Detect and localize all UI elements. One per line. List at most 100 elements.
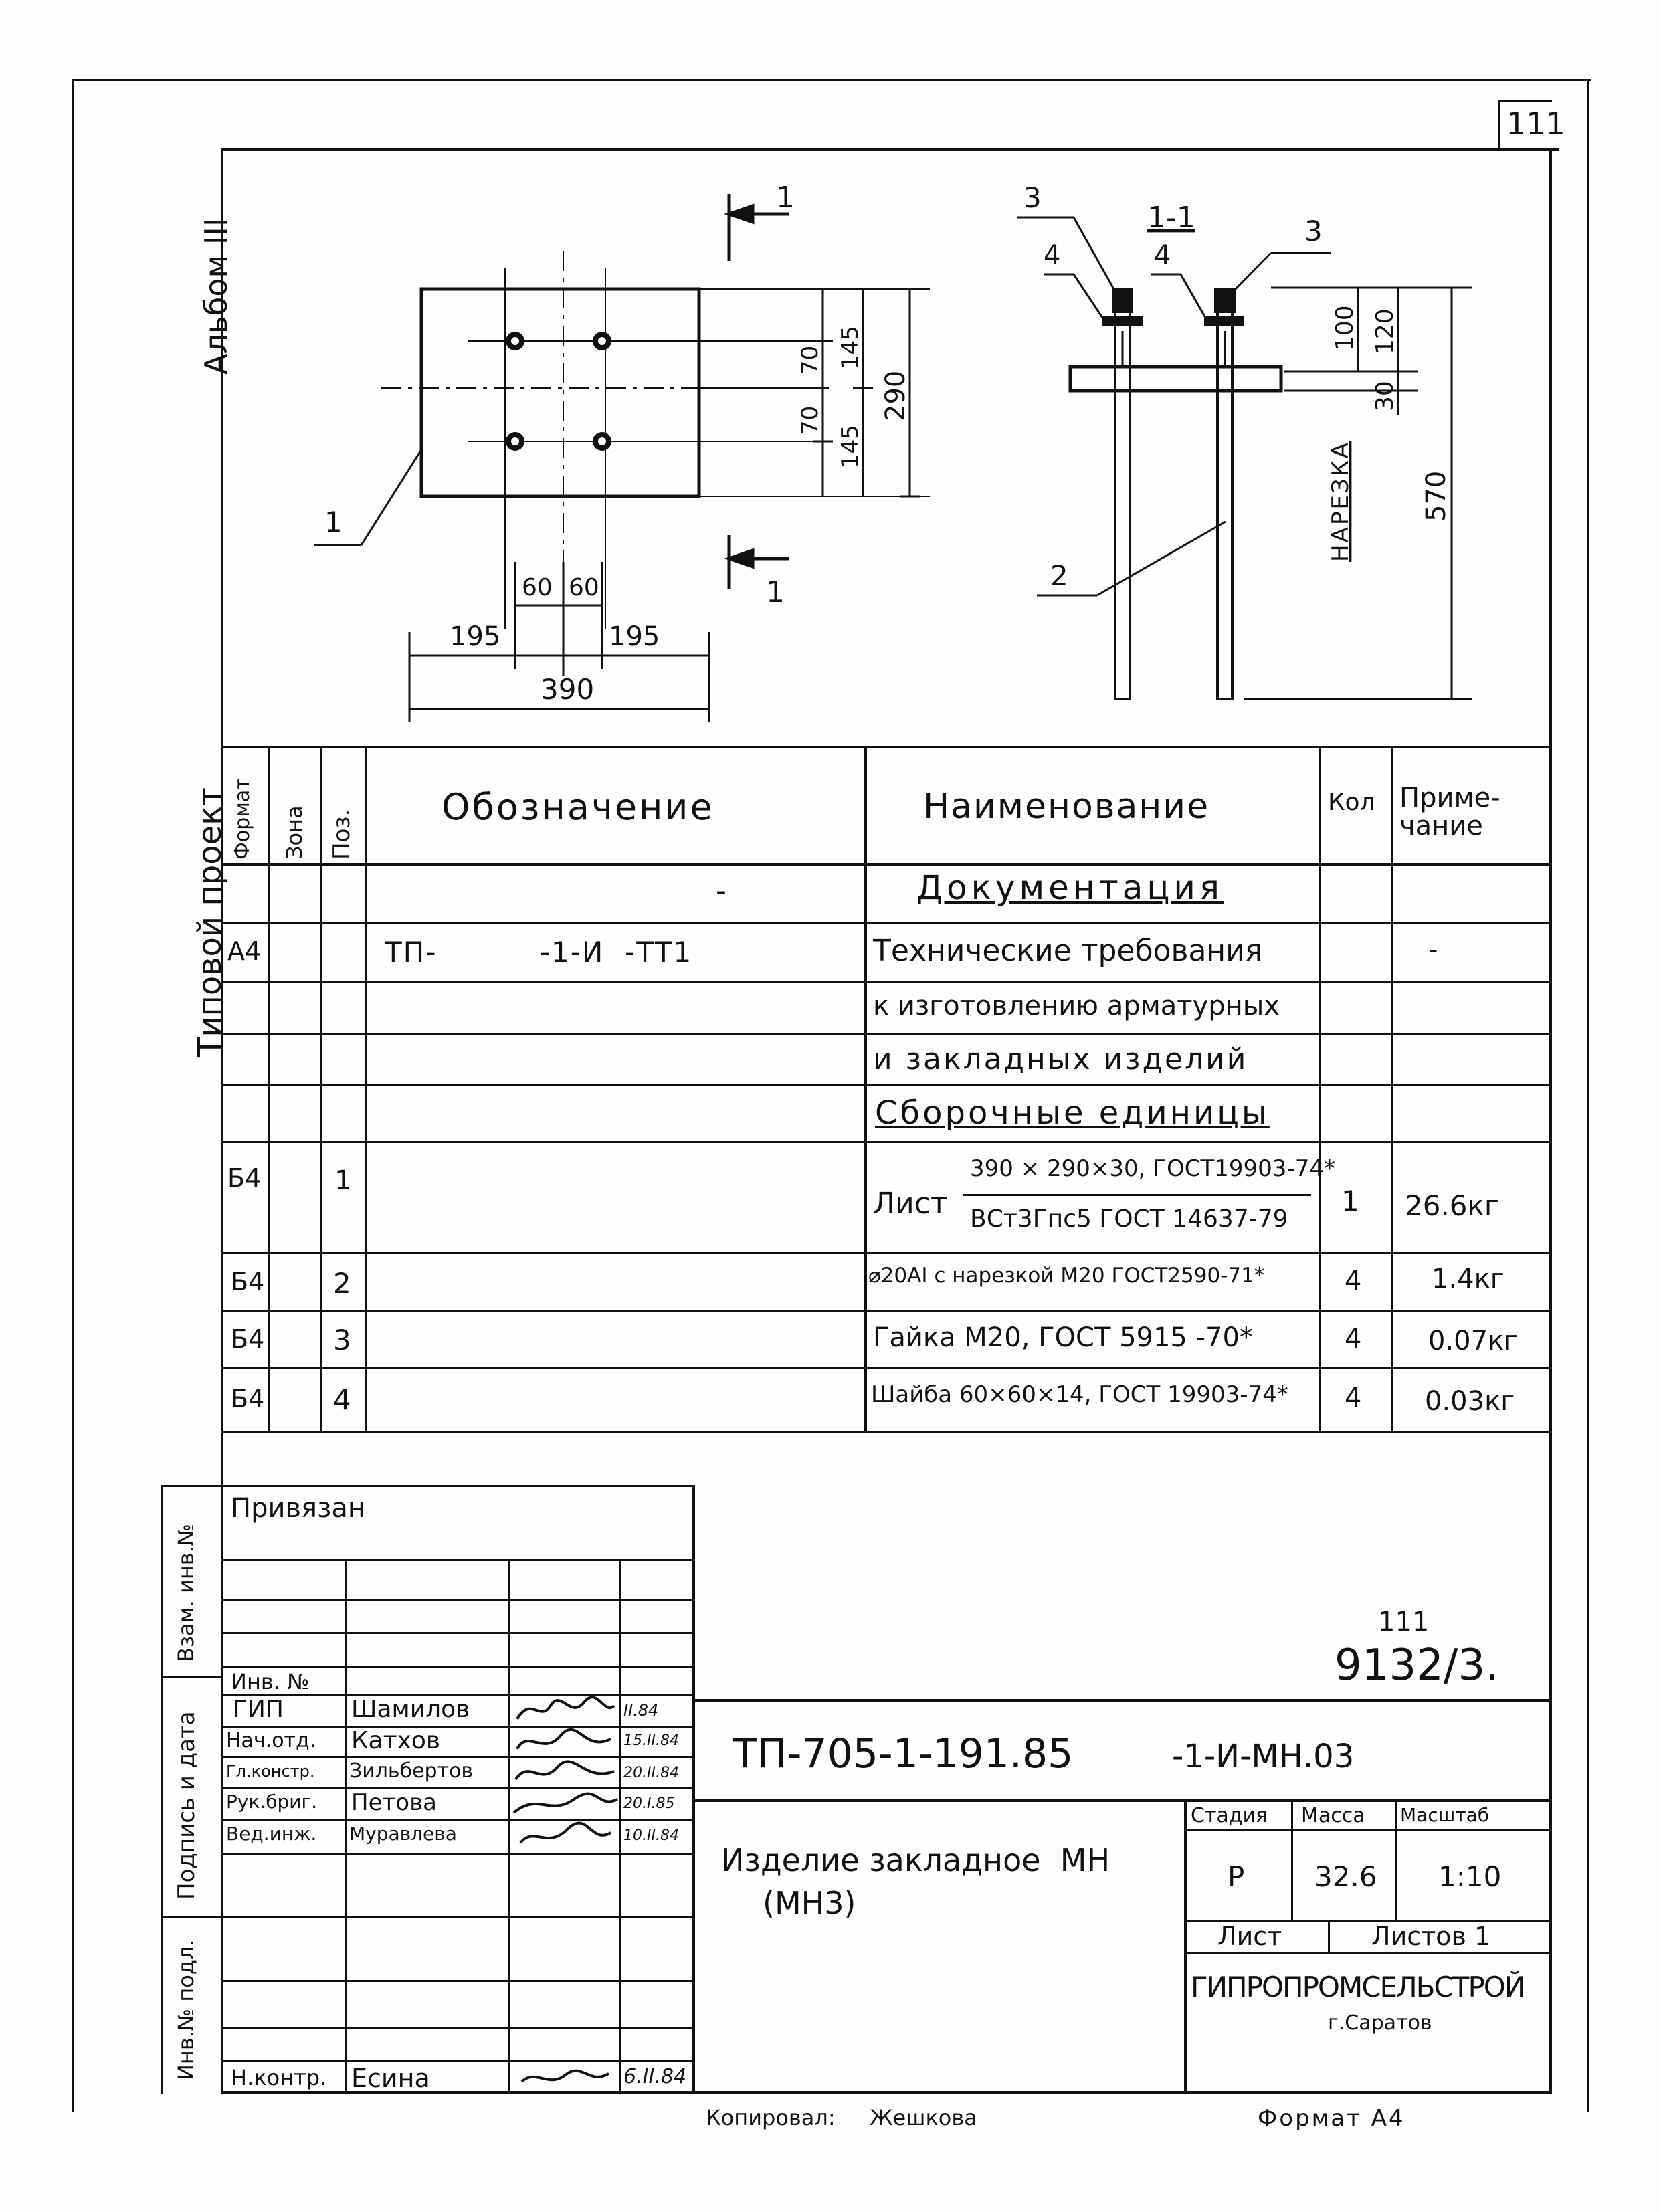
pos-1-label: 1 xyxy=(324,506,343,538)
staff-0-date: II.84 xyxy=(623,1701,659,1720)
dim-60-right: 60 xyxy=(569,574,599,601)
org-name: ГИПРОПРОМСЕЛЬСТРОЙ xyxy=(1191,1971,1525,2003)
sheet-label: Лист xyxy=(1217,1922,1282,1951)
header-note: Приме-чание xyxy=(1399,783,1500,841)
row-4-name: Шайба 60×60×14, ГОСТ 19903-74* xyxy=(871,1381,1288,1408)
pos-4-right: 4 xyxy=(1154,240,1171,271)
doc-row-designation: ТП- -1-И -ТТ1 xyxy=(385,936,693,969)
doc-row-note: - xyxy=(1428,934,1438,965)
inv-n: Инв. № xyxy=(231,1669,310,1694)
row-3-qty: 4 xyxy=(1345,1324,1362,1354)
archive-number: 9132/3. xyxy=(1335,1641,1499,1690)
doc-row-name-1: Технические требования xyxy=(873,934,1263,968)
section-title: 1-1 xyxy=(1147,201,1195,235)
outer-frame-right xyxy=(1587,79,1589,2112)
section-docs: Документация xyxy=(916,868,1224,907)
dim-195-left: 195 xyxy=(450,621,500,652)
staff-3-role: Рук.бриг. xyxy=(226,1791,318,1813)
stamp-podpis: Подпись и дата xyxy=(173,1711,200,1900)
n-kontr-role: Н.контр. xyxy=(231,2065,327,2090)
staff-2-name: Зильбертов xyxy=(349,1759,474,1783)
row-3-name: Гайка М20, ГОСТ 5915 -70* xyxy=(873,1322,1253,1353)
dim-195-right: 195 xyxy=(609,621,660,652)
dim-120: 120 xyxy=(1371,308,1399,355)
dim-30: 30 xyxy=(1371,381,1399,411)
header-format: Формат xyxy=(231,778,254,860)
mass-value: 32.6 xyxy=(1314,1860,1377,1893)
dim-390: 390 xyxy=(541,673,594,706)
staff-4-date: 10.II.84 xyxy=(623,1827,679,1844)
dim-570: 570 xyxy=(1421,471,1452,522)
scale-label: Масштаб xyxy=(1400,1804,1490,1826)
footer-copier: Жешкова xyxy=(870,2105,977,2130)
row-2-pos: 2 xyxy=(333,1267,351,1300)
mass-label: Масса xyxy=(1301,1804,1365,1827)
row-1-qty: 1 xyxy=(1341,1185,1359,1217)
sheets-label: Листов 1 xyxy=(1371,1922,1491,1951)
row-2-name: ⌀20АⅠ с нарезкой М20 ГОСТ2590-71* xyxy=(868,1264,1265,1288)
inner-frame-top xyxy=(221,148,1559,151)
header-zone: Зона xyxy=(282,805,307,860)
staff-3-name: Петова xyxy=(351,1789,437,1816)
thread-label: НАРЕЗКА xyxy=(1327,441,1354,562)
staff-1-name: Катхов xyxy=(351,1727,441,1754)
row-2-note: 1.4кг xyxy=(1432,1264,1504,1294)
doc-row-format: А4 xyxy=(227,936,262,966)
row-1-name-bottom: ВСт3Гпс5 ГОСТ 14637-79 xyxy=(970,1205,1288,1233)
dim-145-bot: 145 xyxy=(837,425,864,468)
row-1-note: 26.6кг xyxy=(1405,1189,1499,1222)
stage-label: Стадия xyxy=(1191,1804,1268,1827)
row-1-format: Б4 xyxy=(227,1163,262,1193)
privyazan: Привязан xyxy=(231,1493,366,1524)
doc-row-name-2: к изготовлению арматурных xyxy=(873,991,1280,1021)
staff-1-role: Нач.отд. xyxy=(226,1729,316,1752)
outer-frame-left xyxy=(72,79,74,2112)
inner-frame-left xyxy=(221,148,223,2094)
n-kontr-name: Есина xyxy=(351,2064,430,2093)
washer-right xyxy=(1204,316,1244,326)
docs-dash: - xyxy=(716,874,726,908)
n-kontr-signature xyxy=(520,2069,609,2083)
section-mark-top: 1 xyxy=(776,181,795,215)
item-sub: (МН3) xyxy=(763,1885,856,1921)
outer-frame-top xyxy=(72,79,1591,81)
dim-290: 290 xyxy=(880,371,911,421)
staff-2-role: Гл.констр. xyxy=(226,1762,315,1781)
pos-2-label: 2 xyxy=(1050,559,1068,592)
drawing-code-suffix: -1-И-МН.03 xyxy=(1172,1738,1355,1775)
dim-145-top: 145 xyxy=(837,326,864,369)
staff-0-name: Шамилов xyxy=(351,1696,470,1723)
scale-value: 1:10 xyxy=(1438,1860,1502,1893)
signatures xyxy=(512,1696,618,1844)
org-city: г.Саратов xyxy=(1328,2011,1432,2035)
row-1-name-prefix: Лист xyxy=(873,1187,948,1221)
header-qty: Кол xyxy=(1328,789,1375,816)
technical-drawing: 70 145 70 145 290 60 60 195 195 390 1 1 … xyxy=(314,181,1472,722)
inner-frame-bottom xyxy=(221,2091,1552,2094)
plate-plan-view xyxy=(419,287,701,498)
row-3-note: 0.07кг xyxy=(1428,1326,1519,1356)
staff-0-role: ГИП xyxy=(233,1696,284,1723)
row-3-pos: 3 xyxy=(333,1324,351,1356)
pos-4-left: 4 xyxy=(1044,240,1060,271)
staff-1-date: 15.II.84 xyxy=(623,1732,679,1749)
row-4-note: 0.03кг xyxy=(1425,1386,1515,1417)
staff-4-role: Вед.инж. xyxy=(226,1823,317,1845)
section-mark-bottom: 1 xyxy=(766,575,785,609)
sheet-number-box-top xyxy=(1498,100,1552,102)
dim-70-top: 70 xyxy=(797,346,823,375)
row-4-pos: 4 xyxy=(333,1383,351,1416)
footer-copied: Копировал: xyxy=(706,2105,836,2130)
plate-section xyxy=(1068,365,1283,393)
footer-format: Формат А4 xyxy=(1258,2105,1405,2132)
pos-3-left: 3 xyxy=(1023,181,1042,214)
staff-4-name: Муравлева xyxy=(349,1823,457,1845)
pos-3-right: 3 xyxy=(1304,215,1323,247)
inner-frame-right xyxy=(1549,148,1552,2094)
row-2-qty: 4 xyxy=(1345,1266,1362,1296)
section-assembly: Сборочные единицы xyxy=(875,1094,1270,1132)
row-4-format: Б4 xyxy=(231,1384,265,1413)
washer-left xyxy=(1102,316,1143,326)
sheet-number: 111 xyxy=(1506,106,1565,142)
row-2-format: Б4 xyxy=(231,1267,265,1296)
